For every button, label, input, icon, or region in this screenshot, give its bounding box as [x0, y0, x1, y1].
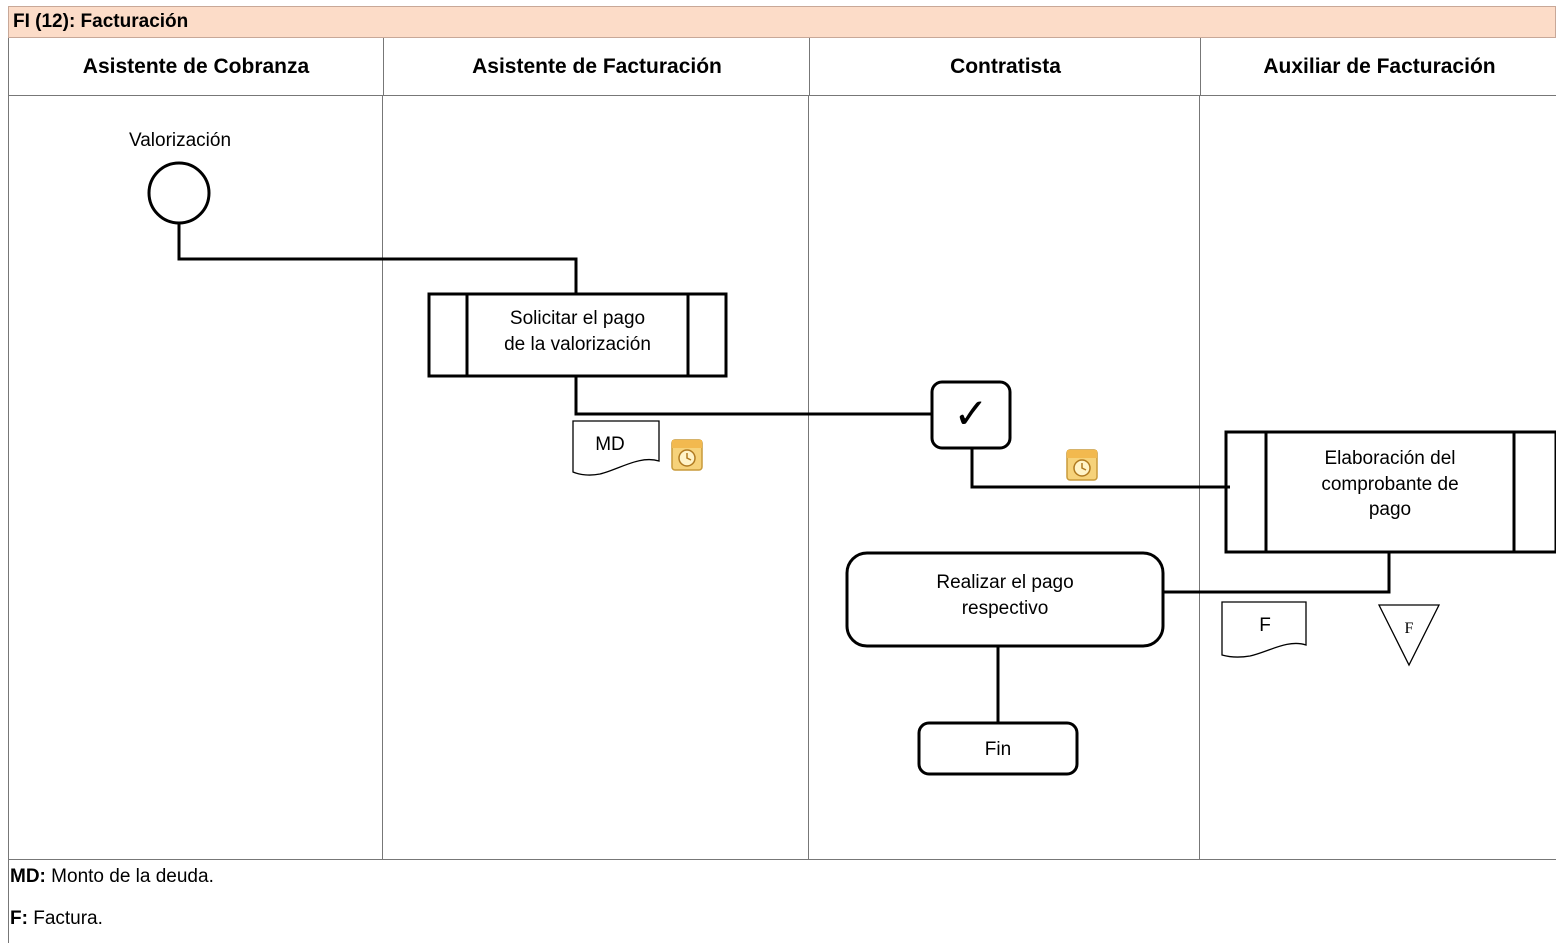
lane-header-auxiliar-facturacion: Auxiliar de Facturación	[1200, 38, 1556, 96]
diagram-title: FI (12): Facturación	[13, 11, 189, 32]
lane-header-asistente-cobranza: Asistente de Cobranza	[82, 55, 310, 78]
schedule-icon	[1066, 449, 1098, 481]
legend-md-text: Monto de la deuda.	[45, 866, 214, 887]
document-md-label: MD	[595, 434, 625, 455]
legend-item-md: MD: Monto de la deuda.	[10, 866, 214, 888]
legend-f-text: Factura.	[27, 908, 103, 929]
legend-md-key: MD:	[10, 866, 46, 887]
lane-bottom-border	[8, 859, 1556, 860]
legend-item-f: F: Factura.	[10, 908, 103, 930]
lane-border-left	[8, 38, 9, 860]
end-fin-box	[917, 721, 1079, 776]
check-icon: ✓	[953, 390, 989, 437]
task-solicitar-label: Solicitar el pago de la valorización	[467, 306, 688, 357]
start-event-circle	[147, 161, 211, 225]
archive-triangle-shape	[1377, 604, 1441, 667]
task-elaboracion-line2: comprobante de	[1321, 473, 1459, 495]
check-box	[930, 380, 1012, 450]
end-fin-label: Fin	[984, 739, 1012, 760]
lane-divider-1	[382, 96, 383, 860]
lane-divider-2	[808, 96, 809, 860]
lane-header-asistente-facturacion: Asistente de Facturación	[383, 38, 810, 96]
connector-elaboracion-to-realizar	[1163, 552, 1391, 594]
task-realizar-line2: respectivo	[961, 597, 1049, 619]
subprocess-solicitar-box	[427, 292, 728, 378]
connector-solicitar-to-check	[574, 376, 932, 416]
schedule-icon	[671, 439, 703, 471]
legend-f-key: F:	[10, 908, 28, 929]
lane-header-row: Asistente de Cobranza Asistente de Factu…	[8, 38, 1556, 96]
document-f-shape	[1221, 601, 1307, 658]
task-solicitar-line2: de la valorización	[504, 333, 651, 355]
diagram-title-bar: FI (12): Facturación	[8, 6, 1556, 38]
lane-divider-3	[1199, 96, 1200, 860]
connector-start-to-solicitar	[177, 223, 578, 294]
task-realizar-line1: Realizar el pago	[936, 572, 1074, 593]
subprocess-elaboracion-box	[1224, 430, 1556, 554]
document-md-shape	[572, 420, 660, 476]
task-elaboracion-label: Elaboración del comprobante de pago	[1266, 446, 1514, 523]
legend-border	[8, 860, 9, 943]
document-f-label: F	[1259, 615, 1271, 636]
lane-header-contratista: Contratista	[809, 38, 1201, 96]
connector-check-to-elaboracion	[970, 448, 1230, 489]
task-realizar-label: Realizar el pago respectivo	[860, 570, 1150, 621]
archive-f-label: F	[1404, 620, 1414, 637]
task-solicitar-line1: Solicitar el pago	[509, 308, 646, 329]
task-elaboracion-line1: Elaboración del	[1324, 448, 1456, 469]
start-event-label: Valorización	[128, 130, 232, 151]
task-elaboracion-line3: pago	[1368, 499, 1412, 521]
task-realizar-box	[845, 551, 1165, 648]
